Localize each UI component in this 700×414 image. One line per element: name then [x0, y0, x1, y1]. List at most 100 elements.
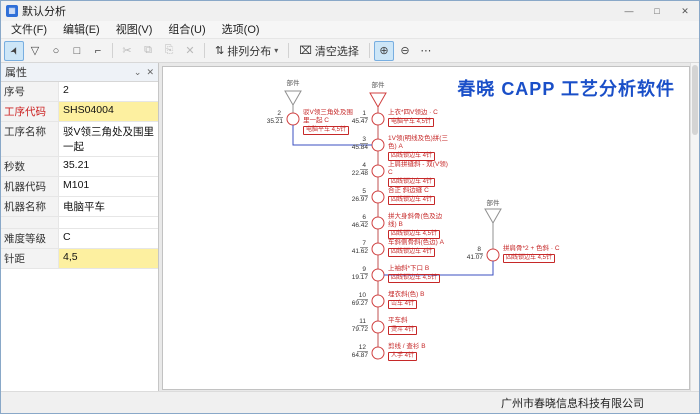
triangle-tool-button[interactable]: ▽ — [25, 41, 45, 61]
node-seq: 6 — [360, 214, 368, 223]
node-seq: 10 — [356, 292, 368, 301]
node-machine-stitch: 电脑平车 4,5针 — [388, 117, 435, 127]
menu-item[interactable]: 组合(U) — [168, 23, 206, 36]
node-title: 1V领(明线及色)拼(三色) A — [388, 135, 448, 150]
window-controls: — □ ✕ — [615, 1, 699, 21]
zoom-in-button[interactable]: ⊕ — [373, 40, 394, 61]
node-time: 79.72 — [351, 326, 368, 334]
select-tool-button[interactable]: ➤ — [4, 40, 24, 61]
node-seq: 5 — [360, 188, 368, 197]
delete-button[interactable]: ✕ — [180, 41, 200, 61]
node-time: 69.27 — [351, 300, 368, 308]
node-title: 合正 斜边缝 C — [388, 187, 429, 194]
node-machine-stitch: 四线锁边车 4针 — [388, 177, 436, 187]
menubar: 文件(F) 编辑(E) 视图(V) 组合(U) 选项(O) — [1, 21, 699, 39]
statusbar: 广州市春晓信息科技有限公司 — [1, 391, 699, 413]
zoom-out-button[interactable]: ⊖ — [395, 41, 415, 61]
chevron-down-icon: ▾ — [274, 46, 279, 55]
more-tools-button[interactable]: ⋯ — [416, 41, 436, 61]
node-title: 埋衣斜(色) B — [388, 291, 425, 298]
node-machine-stitch: 电脑平车 4,5针 — [303, 125, 350, 135]
node-seq: 4 — [360, 162, 368, 171]
node-seq: 8 — [475, 246, 483, 255]
circle-tool-button[interactable]: ○ — [46, 41, 66, 61]
maximize-button[interactable]: □ — [654, 6, 660, 16]
node-label: 平车斜烫斗 4针 — [388, 317, 450, 335]
titlebar: ▦ 默认分析 — □ ✕ — [1, 1, 699, 21]
zoom-out-icon: ⊖ — [400, 45, 410, 57]
paste-button[interactable]: ⎘ — [159, 41, 179, 61]
cursor-icon: ➤ — [8, 44, 22, 58]
triangle-icon: ▽ — [30, 45, 40, 57]
scrollbar-thumb[interactable] — [692, 65, 698, 135]
watermark-title: 春晓 CAPP 工艺分析软件 — [457, 79, 675, 99]
cut-icon: ✂ — [122, 45, 132, 57]
property-value[interactable]: C — [63, 231, 71, 243]
properties-panel-header: 属性 ⌄ ✕ — [1, 63, 158, 82]
corner-icon: ⌐ — [94, 44, 102, 57]
node-title: 平车斜 — [388, 317, 408, 324]
property-label: 工序名称 — [1, 122, 59, 156]
node-machine-stitch: 四线锁边车 4,5针 — [503, 253, 556, 263]
corner-tool-button[interactable]: ⌐ — [88, 41, 108, 61]
toolbar: ➤ ▽ ○ □ ⌐ ✂ ⧉ ⎘ ✕ ⇅ 排列分布 ▾ ⌧ 清空选择 ⊕ ⊖ ⋯ — [1, 39, 699, 63]
property-value[interactable]: SHS04004 — [59, 102, 158, 121]
property-value[interactable]: 电脑平车 — [63, 201, 105, 213]
node-time: 41.62 — [351, 248, 368, 256]
toolbar-separator — [288, 43, 290, 58]
close-button[interactable]: ✕ — [681, 5, 689, 16]
property-value[interactable]: 驳V领三角处及围里一起 — [63, 126, 155, 153]
node-title: 拼肩骨*2 + 色斜 · C — [503, 245, 560, 252]
node-seq: 9 — [360, 266, 368, 275]
node-seq: 11 — [357, 318, 368, 327]
property-label — [1, 217, 59, 228]
toolbar-separator — [368, 43, 370, 58]
clear-selection-label: 清空选择 — [314, 45, 359, 58]
property-value[interactable]: M101 — [63, 179, 90, 191]
copy-button[interactable]: ⧉ — [138, 41, 158, 61]
node-machine-stitch: 四线锁边车 4针 — [388, 195, 436, 205]
minimize-button[interactable]: — — [624, 6, 634, 16]
node-title: 车斜侧骨斜(色边) A — [388, 239, 444, 246]
menu-item[interactable]: 编辑(E) — [63, 23, 100, 36]
node-title: 驳V领三角处及围里一起 C — [303, 109, 353, 124]
panel-options-icon[interactable]: ⌄ — [133, 66, 142, 77]
property-value[interactable]: 4,5 — [59, 249, 158, 268]
node-time: 46.42 — [351, 222, 368, 230]
property-value[interactable]: 2 — [63, 84, 69, 96]
node-seq: 2 — [275, 110, 283, 119]
panel-close-icon[interactable]: ✕ — [146, 66, 154, 77]
clear-selection-icon: ⌧ — [299, 45, 312, 57]
clear-selection-button[interactable]: ⌧ 清空选择 — [293, 41, 365, 61]
square-tool-button[interactable]: □ — [67, 41, 87, 61]
menu-item[interactable]: 文件(F) — [11, 23, 48, 36]
vertical-scrollbar[interactable] — [690, 63, 699, 391]
paste-icon: ⎘ — [164, 44, 174, 56]
menu-item[interactable]: 视图(V) — [115, 23, 153, 36]
arrange-distribute-button[interactable]: ⇅ 排列分布 ▾ — [209, 41, 284, 61]
properties-panel-title: 属性 — [5, 67, 27, 79]
node-time: 19.17 — [351, 274, 368, 282]
cut-button[interactable]: ✂ — [117, 41, 137, 61]
node-seq: 3 — [360, 136, 368, 145]
property-value[interactable]: 35.21 — [63, 159, 90, 171]
property-value[interactable] — [59, 217, 158, 228]
menu-item[interactable]: 选项(O) — [221, 23, 260, 36]
zoom-in-icon: ⊕ — [379, 45, 389, 57]
